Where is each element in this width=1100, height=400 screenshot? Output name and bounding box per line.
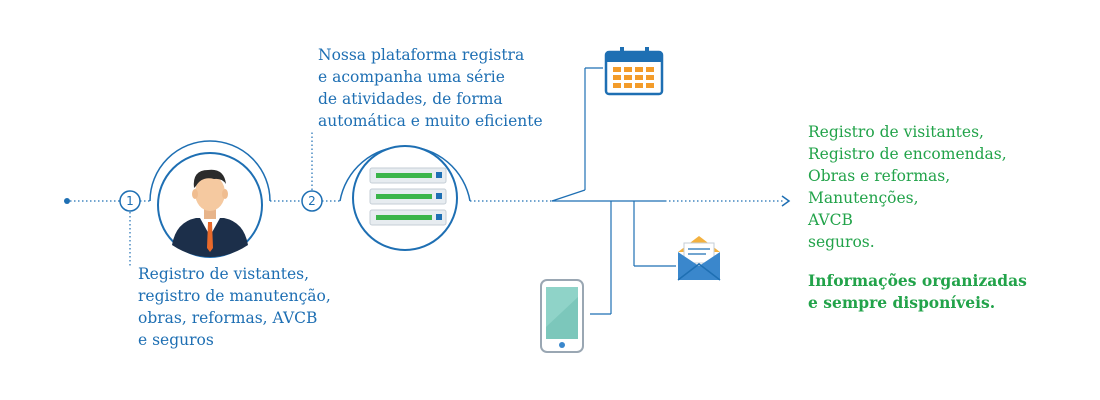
calendar-icon <box>604 47 664 96</box>
platform-description: Nossa plataforma registra e acompanha um… <box>318 46 543 130</box>
person-icon <box>172 169 248 257</box>
server-icon <box>369 167 447 226</box>
person-outer-ring <box>149 140 271 202</box>
step1-number: 1 <box>126 194 134 208</box>
smartphone-icon <box>540 279 584 353</box>
branch-to-calendar <box>551 189 586 202</box>
start-dot <box>64 198 70 204</box>
step1-marker <box>119 190 141 212</box>
highlight-text: Informações organizadas e sempre disponí… <box>808 271 1027 312</box>
step2-number: 2 <box>308 194 316 208</box>
step2-marker <box>301 190 323 212</box>
arrow-icon <box>781 195 791 207</box>
results-list: Registro de visitantes, Registro de enco… <box>808 123 1007 251</box>
envelope-icon <box>677 236 721 281</box>
step1-description: Registro de vistantes, registro de manut… <box>138 265 331 349</box>
